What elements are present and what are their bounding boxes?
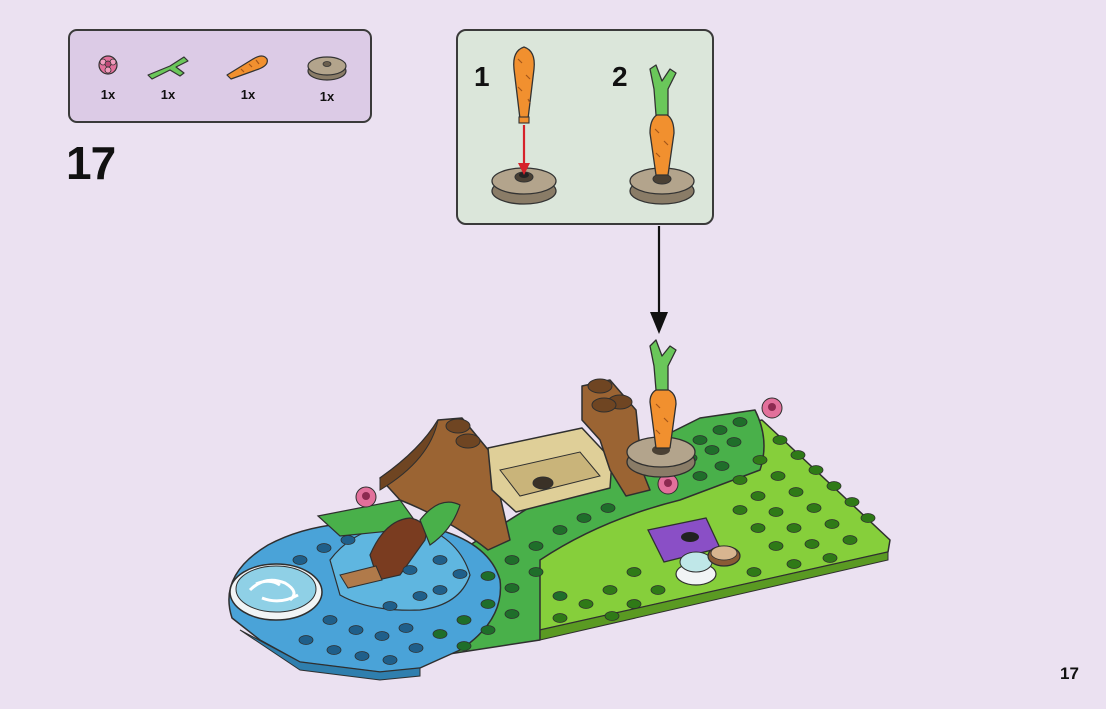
page-number: 17 [1060,664,1079,684]
placed-carrot [627,340,695,477]
